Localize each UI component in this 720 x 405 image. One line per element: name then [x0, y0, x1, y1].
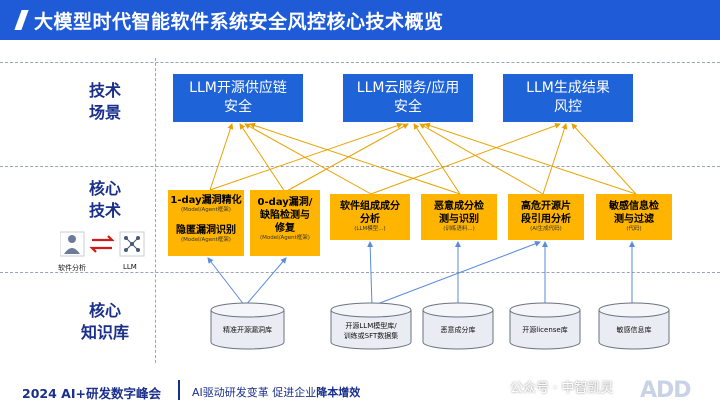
database-license: 开源license库	[509, 302, 581, 350]
arrow	[413, 123, 461, 195]
tech-main-text: 段引用分析	[521, 214, 571, 225]
llm-label: LLM	[123, 263, 137, 271]
database-icon	[422, 302, 494, 350]
database-label: 开源license库	[522, 326, 568, 334]
scenario-box-output-risk: LLM生成结果 风控	[503, 74, 633, 122]
row-label-line: 场景	[88, 103, 121, 122]
database-label: 恶意成分库	[440, 326, 476, 334]
database-sensitive: 敏感信息库	[598, 302, 670, 350]
row-label-line: 知识库	[80, 323, 129, 342]
scenario-line: 安全	[394, 99, 422, 115]
database-label: 训练或SFT数据集	[343, 332, 399, 340]
arrow	[571, 123, 637, 195]
arrow	[284, 123, 409, 193]
arrow	[371, 240, 541, 307]
database-label: 开源LLM模型库/	[345, 322, 397, 330]
page-title: 大模型时代智能软件系统安全风控核心技术概览	[34, 11, 444, 33]
tech-main-text: 测与过滤	[614, 214, 654, 225]
row-label-scenario: 技术 场景	[50, 80, 160, 124]
tech-box-high-risk-snippet: 高危开源片 段引用分析 (AI生成代码)	[508, 194, 584, 240]
database-label: 敏感信息库	[616, 326, 652, 334]
footer-event: 2024 AI+研发数字峰会	[22, 386, 161, 401]
arrow	[209, 123, 234, 191]
title-bar: 大模型时代智能软件系统安全风控核心技术概览	[0, 0, 720, 40]
database-malicious: 恶意成分库	[422, 302, 494, 350]
database-vuln: 精准开源漏洞库	[210, 302, 285, 350]
tech-sub-text: (AI生成代码)	[530, 226, 562, 232]
tech-sub-text: (代码)	[626, 226, 642, 232]
vertical-divider	[155, 58, 156, 363]
tech-main-text: 隐匿漏洞识别	[176, 225, 236, 236]
tech-sub-text: (Model/Agent框架)	[181, 237, 231, 243]
tech-main-text: 1-day漏洞精化	[170, 195, 242, 206]
scenario-line: 风控	[554, 99, 582, 115]
arrow	[424, 122, 637, 195]
tech-box-sca: 软件组成成分 分析 (LLM模型...)	[330, 194, 410, 240]
footer-slogan-bold: 降本增效	[316, 386, 361, 399]
tech-main-text: 软件组成成分	[340, 201, 400, 212]
tech-sub-text: (Model/Agent框架)	[181, 207, 231, 213]
add-logo: ADD	[640, 378, 692, 403]
analysis-llm-illustration	[60, 231, 145, 257]
tech-main-text: 分析	[360, 214, 380, 225]
arrow	[249, 122, 461, 195]
tech-sub-text: (训练语料...)	[443, 226, 475, 232]
tech-box-malicious: 恶意成分检 测与识别 (训练语料...)	[421, 194, 497, 240]
tech-box-sensitive-info: 敏感信息检 测与过滤 (代码)	[596, 194, 672, 240]
watermark: 公众号 · 中智凯灵	[510, 381, 614, 396]
database-llm-models: 开源LLM模型库/ 训练或SFT数据集	[330, 302, 412, 350]
row-label-line: 技术	[88, 81, 121, 100]
divider-top	[0, 62, 720, 63]
scenario-line: 安全	[224, 99, 252, 115]
arrow	[244, 123, 372, 195]
tech-main-text: 敏感信息检	[609, 201, 659, 212]
row-label-line: 核心	[88, 301, 121, 320]
database-icon	[598, 302, 670, 350]
scenario-line: LLM生成结果	[526, 80, 610, 96]
tech-main-text: 修复	[275, 223, 295, 234]
divider-mid	[0, 166, 720, 167]
analysis-label: 软件分析	[58, 264, 86, 272]
arrow	[207, 257, 246, 307]
row-label-kb: 核心 知识库	[50, 300, 160, 344]
arrow	[370, 122, 561, 195]
tech-main-text: 恶意成分检	[434, 201, 484, 212]
footer-slogan: AI驱动研发变革 促进企业降本增效	[192, 384, 360, 400]
divider-bottom	[0, 272, 720, 273]
footer-separator	[178, 380, 180, 400]
row-label-tech: 核心 技术	[50, 178, 160, 222]
tech-box-1day-vuln: 1-day漏洞精化 (Model/Agent框架) 隐匿漏洞识别 (Model/…	[168, 190, 244, 256]
tech-sub-text: (LLM模型...)	[354, 226, 386, 232]
database-icon	[210, 302, 285, 350]
scenario-box-supply-chain: LLM开源供应链 安全	[173, 74, 303, 122]
scenario-line: LLM开源供应链	[189, 80, 287, 96]
tech-main-text: 高危开源片	[521, 201, 571, 212]
arrow	[542, 123, 568, 195]
arrow	[244, 257, 287, 307]
database-label: 精准开源漏洞库	[223, 326, 272, 334]
arrow	[209, 122, 403, 191]
tech-sub-text: (Model/Agent框架)	[260, 235, 310, 241]
scenario-box-cloud-service: LLM云服务/应用 安全	[343, 74, 473, 122]
tech-main-text: 测与识别	[439, 214, 479, 225]
tech-main-text: 缺陷检测与	[260, 210, 310, 221]
arrow	[239, 123, 286, 193]
exchange-arrows-icon	[89, 235, 115, 253]
database-icon	[330, 302, 412, 350]
footer-slogan-text: AI驱动研发变革 促进企业	[192, 386, 317, 399]
arrow	[367, 241, 374, 307]
row-label-line: 技术	[88, 201, 121, 220]
tech-main-text: 0-day漏洞/	[257, 197, 313, 208]
database-icon	[509, 302, 581, 350]
scenario-line: LLM云服务/应用	[356, 80, 460, 96]
tech-box-0day-vuln: 0-day漏洞/ 缺陷检测与 修复 (Model/Agent框架)	[250, 190, 320, 256]
row-label-line: 核心	[88, 179, 121, 198]
arrow	[419, 123, 544, 195]
